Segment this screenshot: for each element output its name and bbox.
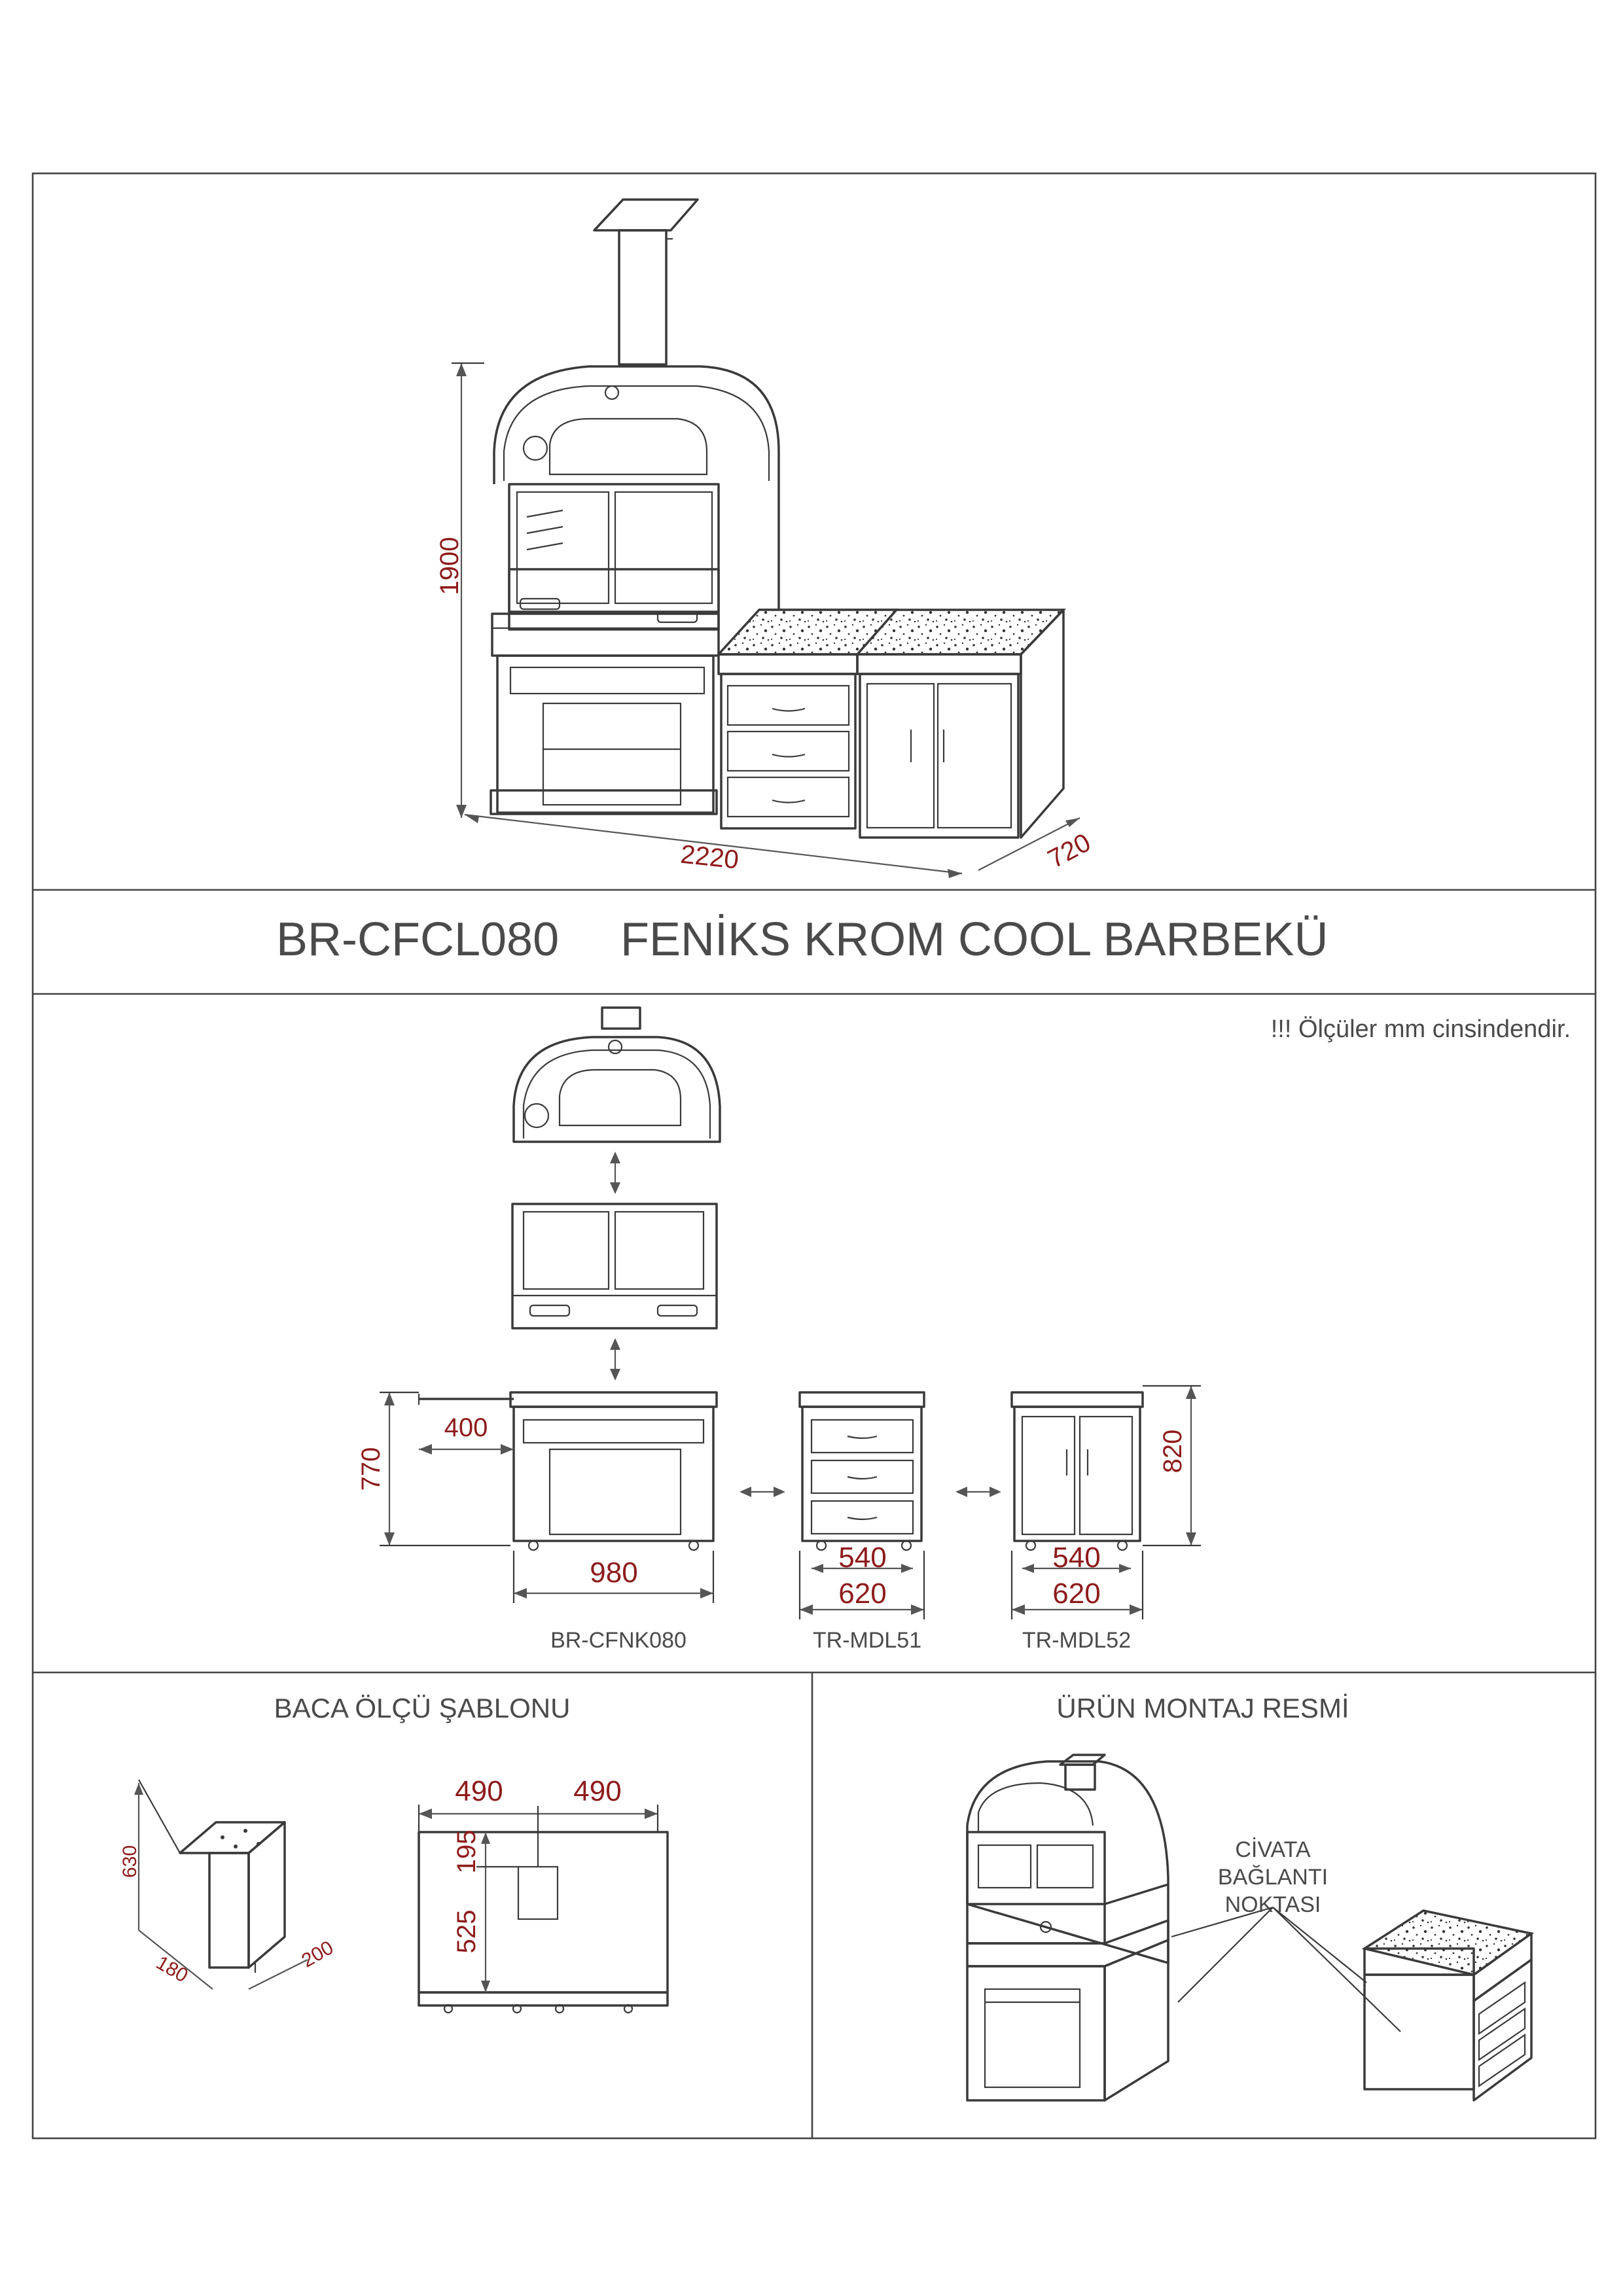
assembly-label-line-1: CİVATA	[1235, 1837, 1311, 1862]
base-module-code: BR-CFNK080	[550, 1628, 687, 1653]
drawer-module-code: TR-MDL51	[813, 1628, 921, 1653]
assembly-section-title: ÜRÜN MONTAJ RESMİ	[1056, 1693, 1349, 1723]
chimney-3d	[134, 1779, 308, 1990]
chimney-section-title: BACA ÖLÇÜ ŞABLONU	[274, 1693, 571, 1723]
assembly-label-line-2: BAĞLANTI	[1218, 1865, 1328, 1890]
assembly-label-line-3: NOKTASI	[1225, 1892, 1321, 1917]
chimney-right-dim: 490	[573, 1775, 621, 1807]
base-width-dim: 980	[590, 1557, 637, 1589]
chimney-front	[418, 1805, 669, 2014]
chimney-height-dim: 630	[119, 1845, 141, 1878]
base-height-dim: 770	[357, 1447, 385, 1491]
base-extension-dim: 400	[444, 1413, 488, 1442]
overview-height-dim: 1900	[435, 537, 464, 595]
door-inner-width-dim: 540	[1052, 1542, 1100, 1574]
door-outer-width-dim: 620	[1052, 1578, 1100, 1610]
chimney-top-dim: 195	[452, 1830, 481, 1874]
page-frame	[31, 172, 1597, 2140]
product-code: BR-CFCL080	[276, 913, 559, 966]
exploded-view	[380, 1006, 1201, 1619]
overview-depth-dim: 720	[1043, 828, 1096, 874]
drawer-inner-width-dim: 540	[838, 1542, 886, 1574]
overview-width-dim: 2220	[679, 840, 740, 875]
units-note: !!! Ölçüler mm cinsindendir.	[1271, 1016, 1571, 1043]
drawer-outer-width-dim: 620	[838, 1578, 886, 1610]
door-height-dim: 820	[1158, 1430, 1187, 1474]
chimney-bottom-dim: 525	[452, 1910, 481, 1954]
overview-drawing	[452, 198, 1080, 878]
door-module-code: TR-MDL52	[1022, 1628, 1131, 1653]
chimney-side-b-dim: 200	[298, 1937, 337, 1972]
assembly-drawing	[966, 1754, 1535, 2102]
chimney-side-a-dim: 180	[152, 1952, 192, 1987]
product-name: FENİKS KROM COOL BARBEKÜ	[620, 913, 1329, 966]
chimney-left-dim: 490	[455, 1775, 503, 1807]
